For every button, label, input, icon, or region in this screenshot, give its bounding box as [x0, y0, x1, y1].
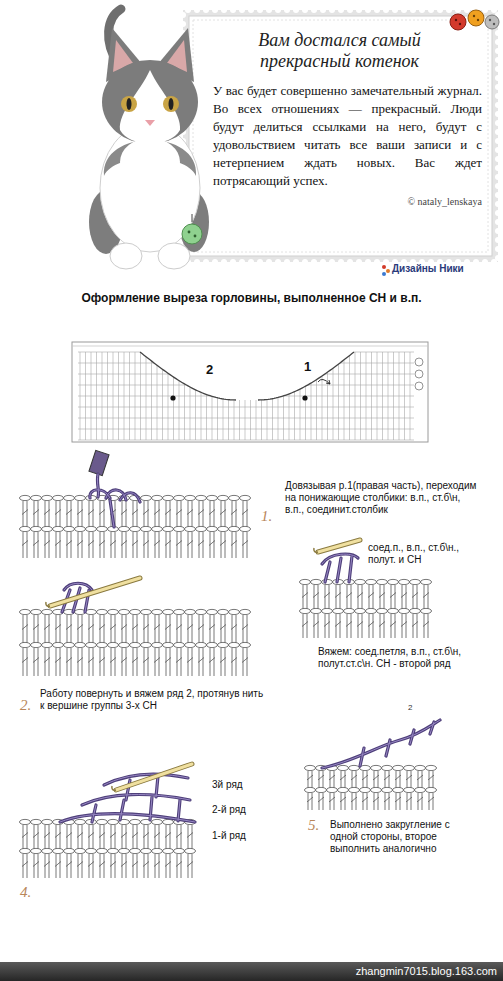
kitten-picture — [89, 9, 209, 269]
step-note: Довязывая р.1(правая часть), переходим н… — [285, 480, 480, 516]
worked-yarn — [322, 720, 440, 768]
row-number: 2 — [408, 703, 420, 712]
label-holder: 1-й ряд — [212, 830, 282, 842]
label-holder: 2. — [20, 697, 40, 714]
chart-symbol — [415, 370, 423, 378]
label-holder: Выполнено закругление с одной стороны, в… — [330, 819, 480, 855]
worked-yarn-shine — [90, 474, 140, 527]
step-note: Вяжем: соед.петля, в.п., ст.б\н, полут.с… — [318, 646, 483, 670]
yarn-spool — [89, 450, 109, 475]
chart-part-number: 2 — [206, 362, 220, 377]
crochet-fabric — [20, 819, 196, 878]
row-label: 1-й ряд — [212, 830, 282, 842]
label-holder: Дизайны Ники — [392, 263, 492, 274]
neckline-grid — [78, 352, 414, 440]
stamp-frame: Вам достался самый прекрасный котенок У в… — [183, 10, 498, 262]
label-holder: 2 — [408, 703, 420, 712]
chart-symbol — [415, 358, 423, 366]
label-holder: Работу повернуть и вяжем ряд 2, протянув… — [40, 688, 268, 712]
step-note: Выполнено закругление с одной стороны, в… — [330, 819, 480, 855]
worked-yarn-shine — [60, 774, 195, 822]
credit-bullet — [382, 272, 386, 276]
row-label: 3й ряд — [212, 779, 282, 791]
chart-frame — [72, 342, 428, 442]
step-note: Работу повернуть и вяжем ряд 2, протянув… — [40, 688, 268, 712]
label-holder: 1. — [261, 508, 283, 525]
designer-credit: Дизайны Ники — [392, 263, 492, 274]
worked-yarn-shine — [322, 720, 440, 768]
chart-symbol — [415, 382, 423, 390]
card-body: У вас будет совершенно замечательный жур… — [213, 82, 482, 190]
step-number: 1. — [261, 508, 283, 525]
worked-yarn — [322, 554, 358, 582]
label-holder: 2 — [206, 362, 220, 377]
worked-yarn — [60, 774, 195, 822]
worked-yarn-shine — [322, 554, 358, 582]
crochet-fabric — [300, 579, 432, 638]
step-note: соед.п., в.п., ст.б\н., полут. и СН — [368, 542, 480, 566]
label-holder: Вяжем: соед.петля, в.п., ст.б\н, полут.с… — [318, 646, 483, 670]
step-number: 4. — [20, 884, 40, 901]
label-holder: 4. — [20, 884, 40, 901]
crochet-hook — [314, 540, 360, 552]
chart-part-number: 1 — [304, 359, 316, 374]
footer-band: zhangmin7015.blog.163.com — [0, 962, 503, 981]
card-title: Вам достался самый прекрасный котенок — [213, 30, 482, 72]
row-label: 2-й ряд — [212, 804, 282, 816]
credit-bullet — [386, 269, 390, 273]
label-holder: 1 — [304, 359, 316, 374]
credit-bullet — [382, 265, 386, 269]
crochet-hook — [46, 578, 140, 606]
crochet-hook — [112, 764, 192, 790]
watermark: zhangmin7015.blog.163.com — [0, 962, 503, 981]
heading-holder: Оформление выреза горловины, выполненное… — [0, 291, 503, 305]
worked-yarn — [90, 474, 140, 527]
label-holder: соед.п., в.п., ст.б\н., полут. и СН — [368, 542, 480, 566]
copyright-note: © nataly_lenskaya — [213, 196, 482, 207]
crochet-fabric — [305, 765, 437, 810]
label-holder: 3й ряд — [212, 779, 282, 791]
decor-buttons — [182, 10, 499, 244]
step-number: 2. — [20, 697, 40, 714]
label-holder: 2-й ряд — [212, 804, 282, 816]
chart-rule — [72, 346, 428, 347]
page-heading: Оформление выреза горловины, выполненное… — [0, 291, 503, 305]
crochet-fabric — [20, 609, 251, 676]
crochet-fabric — [20, 495, 251, 558]
label-holder: Довязывая р.1(правая часть), переходим н… — [285, 480, 480, 516]
label-holder: 5. — [308, 817, 328, 834]
step-number: 5. — [308, 817, 328, 834]
